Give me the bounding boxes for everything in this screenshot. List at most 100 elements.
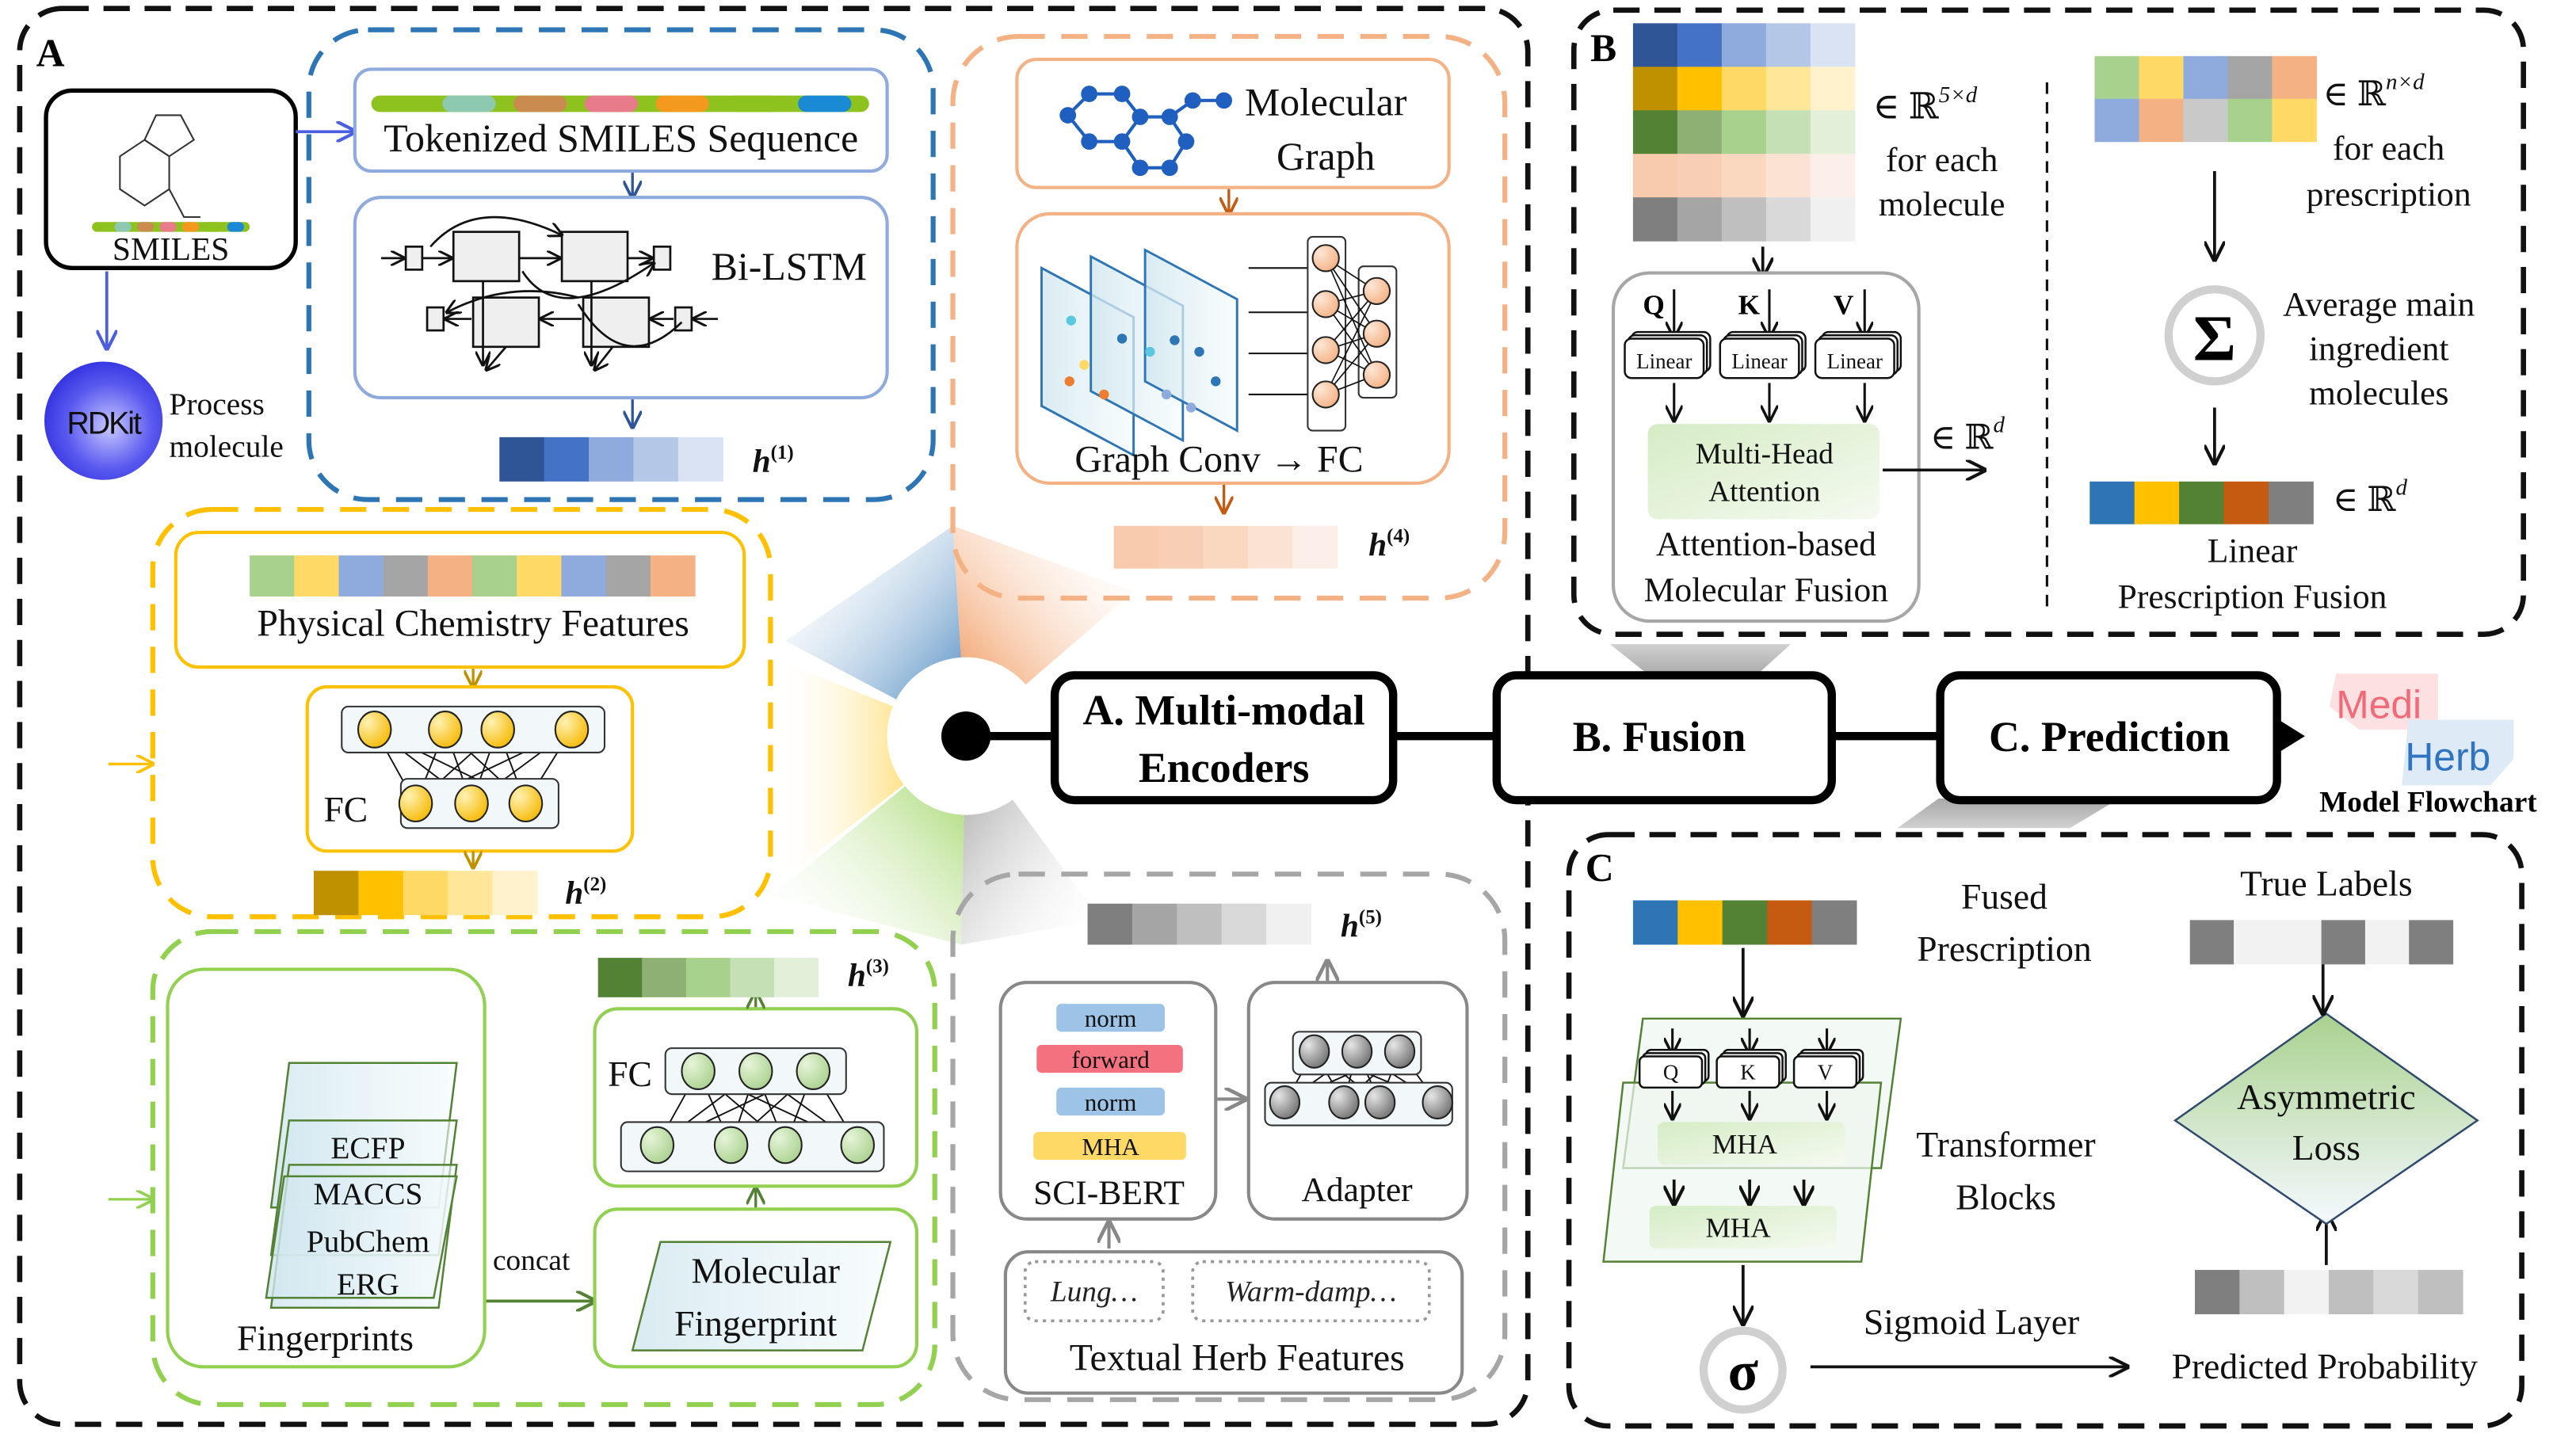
encoder-wedges (772, 525, 1134, 945)
true-label-cell (2189, 920, 2234, 965)
fc-node (796, 1052, 831, 1091)
fc-node (454, 784, 489, 823)
panel-c-label: C (1586, 846, 1614, 890)
bert-layer-label: norm (1085, 1005, 1137, 1032)
stage-b-button[interactable]: B. Fusion (1492, 671, 1836, 805)
encoder-1-border (306, 27, 936, 502)
funnel-b (1609, 644, 1791, 677)
stage-a-button[interactable]: A. Multi-modal Encoders (1050, 671, 1398, 805)
fc-node (398, 784, 433, 823)
matrix-cell (1765, 197, 1811, 242)
matrix-cell (1632, 23, 1678, 67)
sci-bert-label: SCI-BERT (1033, 1174, 1185, 1212)
matrix-cell (1810, 110, 1856, 154)
adapter-label: Adapter (1301, 1171, 1413, 1209)
fingerprint-fc-label: FC (608, 1054, 652, 1094)
h4-cell (1203, 525, 1249, 569)
smiles-token-bar (92, 222, 250, 232)
matrix-cell (1677, 67, 1723, 111)
network-edge (1325, 257, 1378, 334)
fingerprint-stack (265, 1062, 458, 1309)
physchem-cell (650, 555, 696, 597)
qkv-label: K (1738, 289, 1761, 320)
h3-cell (642, 958, 687, 997)
token-segment (727, 95, 780, 112)
linear-label: Linear (1636, 349, 1692, 373)
token-segment (655, 95, 709, 112)
average-line1: Average main (2283, 285, 2475, 323)
transformer-line1: Transformer (1916, 1124, 2095, 1165)
fused-c-cell (1632, 900, 1678, 945)
text-example-1: Warm-damp… (1225, 1275, 1396, 1308)
fc-node (768, 1126, 803, 1165)
h4-cell (1292, 525, 1338, 569)
matrix-cell (1677, 23, 1723, 67)
token-segment (159, 222, 177, 232)
h1-cell (633, 436, 679, 482)
encoder-3-fingerprint: ECFP MACCS PubChem ERG Fingerprints conc… (150, 928, 937, 1408)
matrix-cell (1677, 154, 1723, 198)
h2-cell (403, 871, 448, 916)
bert-layer-box (1056, 1087, 1165, 1116)
prescription-cell (2139, 98, 2185, 143)
fc-node (508, 784, 544, 823)
h4-cell (1247, 525, 1293, 569)
fc-node (554, 711, 590, 749)
fused-b-cell (2268, 481, 2314, 524)
token-segment (442, 95, 496, 112)
predicted-cell (2418, 1270, 2463, 1315)
model-flowchart-title: Model Flowchart (2319, 787, 2537, 819)
fingerprint-type-3: ERG (337, 1267, 399, 1302)
token-segment (181, 222, 200, 232)
fused-c-cell (1677, 900, 1723, 945)
adapter-node (1383, 1034, 1416, 1069)
fingerprints-label: Fingerprints (237, 1318, 414, 1359)
graph-fc-network-icon (1311, 244, 1391, 409)
wedge-yellow (772, 657, 967, 887)
sigmoid-label: Sigmoid Layer (1864, 1302, 2079, 1342)
h2-cell (358, 871, 404, 916)
predicted-probability-label: Predicted Probability (2172, 1346, 2479, 1386)
physchem-cell (338, 555, 384, 597)
matrix-cell (1677, 197, 1723, 242)
matrix-cell (1765, 67, 1811, 111)
textual-herb-features-label: Textual Herb Features (1070, 1338, 1405, 1379)
linear-caption-line1: Linear (2208, 532, 2298, 570)
prescription-cell (2094, 98, 2140, 143)
true-label-cell (2364, 920, 2410, 965)
fc-node (428, 711, 463, 749)
molecular-fingerprint-shape (631, 1241, 892, 1351)
average-line3: molecules (2309, 374, 2448, 412)
molecular-fingerprint-line1: Molecular (691, 1251, 839, 1291)
asymmetric-loss-diamond (2173, 1012, 2479, 1226)
molecular-fingerprint-line2: Fingerprint (674, 1303, 838, 1344)
matrix-cell (1632, 110, 1678, 154)
attention-caption-line1: Attention-based (1656, 525, 1876, 563)
transformer-line2: Blocks (1956, 1176, 2056, 1217)
loss-line2: Loss (2292, 1127, 2360, 1168)
adapter-node (1341, 1034, 1373, 1069)
stage-c-button[interactable]: C. Prediction (1936, 671, 2281, 805)
rdkit-logo: RDKit (44, 361, 163, 480)
linear-box (1719, 337, 1800, 379)
prescription-cell (2183, 98, 2229, 143)
prescription-cell (2272, 55, 2318, 100)
fused-b-cell (2223, 481, 2269, 524)
h3-cell (730, 958, 775, 997)
logo-medi: Medi (2336, 682, 2421, 726)
token-segment (584, 95, 639, 112)
matrix-cell (1810, 23, 1856, 67)
sum-symbol: Σ (2193, 301, 2236, 374)
h4-cell (1113, 525, 1159, 569)
bert-layer-box (1033, 1131, 1186, 1161)
rdkit-caption-line2: molecule (170, 429, 284, 464)
h1-cell (544, 436, 590, 482)
h5-cell (1221, 903, 1267, 945)
mha-line1: Multi-Head (1696, 438, 1834, 471)
adapter-network-icon (1264, 1031, 1453, 1126)
fc-node (681, 1052, 716, 1091)
adapter-node (1364, 1085, 1396, 1120)
sigmoid-icon (1699, 1326, 1787, 1414)
